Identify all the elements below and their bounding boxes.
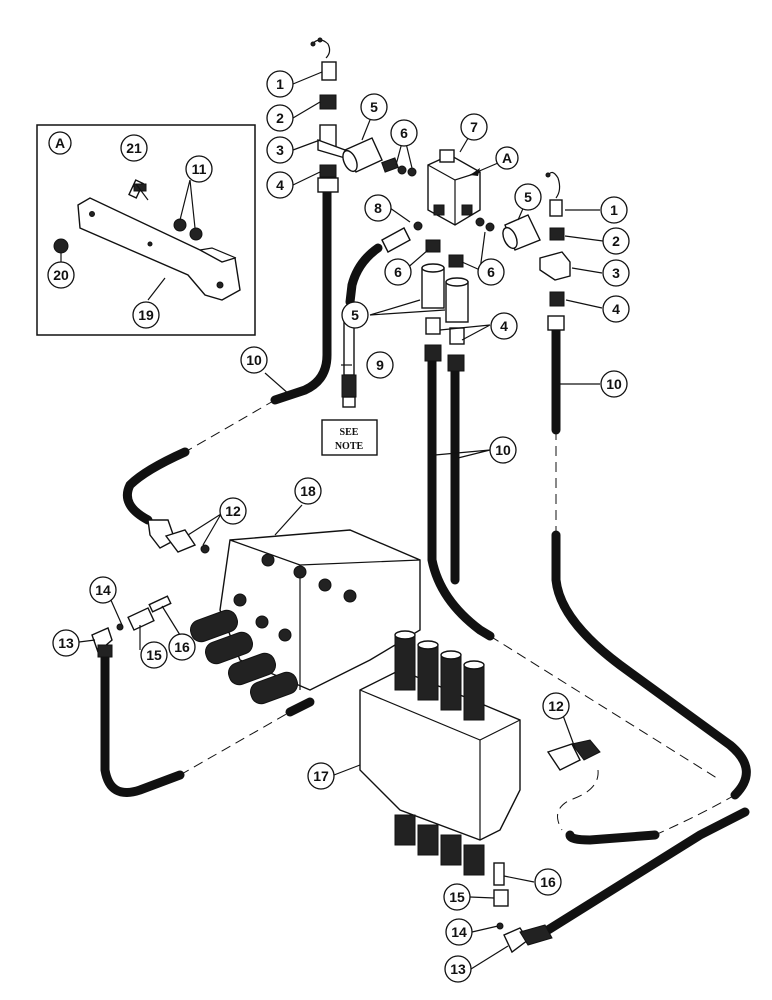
callout-4-lower: 4 (490, 312, 518, 340)
valve-block-part (427, 149, 481, 226)
callout-1-right: 1 (600, 196, 628, 224)
callout-6-left: 6 (384, 258, 412, 286)
callout-16-right-label: 16 (540, 874, 556, 890)
bracket-part (77, 197, 241, 301)
callout-5-lower-label: 5 (351, 307, 359, 323)
callout-16-left-label: 16 (174, 639, 190, 655)
left-fitting-stack (310, 37, 346, 193)
callout-5-right: 5 (514, 183, 542, 211)
bolt-part (128, 179, 147, 199)
callout-3-right-label: 3 (612, 265, 620, 281)
callout-6: 6 (390, 119, 418, 147)
callout-21-label: 21 (126, 140, 142, 156)
callout-15-left-label: 15 (146, 647, 162, 663)
callout-10-left: 10 (240, 346, 268, 374)
callout-3-right: 3 (602, 259, 630, 287)
callout-17: 17 (307, 762, 335, 790)
callout-2-label: 2 (276, 110, 284, 126)
callout-15-right: 15 (443, 883, 471, 911)
callout-10-right: 10 (600, 370, 628, 398)
callout-1-label: 1 (276, 76, 284, 92)
callout-7-label: 7 (470, 119, 478, 135)
callout-5-right-label: 5 (524, 189, 532, 205)
callout-19: 19 (132, 301, 160, 329)
callout-4-lower-label: 4 (500, 318, 508, 334)
tube-part (341, 314, 357, 408)
callout-10-left-label: 10 (246, 352, 262, 368)
callout-6-right-label: 6 (487, 264, 495, 280)
callout-4-right: 4 (602, 295, 630, 323)
detail-a-label: A (55, 135, 65, 151)
callout-9-label: 9 (376, 357, 384, 373)
nut-20-part (53, 238, 69, 254)
relief-valve-parts (342, 137, 541, 372)
spool-cylinders (190, 609, 298, 705)
callout-8-label: 8 (374, 200, 382, 216)
callout-10-center: 10 (489, 436, 517, 464)
callout-12-left: 12 (219, 497, 247, 525)
callout-2: 2 (266, 104, 294, 132)
hose-lines (100, 185, 751, 940)
callout-16-right: 16 (534, 868, 562, 896)
callout-8: 8 (364, 194, 392, 222)
callout-6-label: 6 (400, 125, 408, 141)
callout-13-right-label: 13 (450, 961, 466, 977)
main-valve-part (359, 630, 601, 876)
callout-14-left-label: 14 (95, 582, 111, 598)
control-valve-part (147, 519, 421, 705)
callout-20: 20 (47, 261, 75, 289)
callout-1-right-label: 1 (610, 202, 618, 218)
see-note-line2: NOTE (335, 441, 364, 452)
callout-11-label: 11 (192, 161, 207, 177)
see-note-line1: SEE (340, 427, 359, 438)
callout-10-right-label: 10 (606, 376, 622, 392)
callout-5-lower: 5 (341, 301, 369, 329)
callout-4-label: 4 (276, 177, 284, 193)
right-fitting-stack (539, 171, 571, 331)
callout-15-right-label: 15 (449, 889, 465, 905)
callout-14-right: 14 (445, 918, 473, 946)
callout-6-right: 6 (477, 258, 505, 286)
callout-12-right: 12 (542, 692, 570, 720)
callout-12-right-label: 12 (548, 698, 564, 714)
callout-2-right-label: 2 (612, 233, 620, 249)
callout-13-right: 13 (444, 955, 472, 983)
callout-13-left: 13 (52, 629, 80, 657)
callout-5-label: 5 (370, 99, 378, 115)
callout-13-left-label: 13 (58, 635, 74, 651)
callout-16-left: 16 (168, 633, 196, 661)
callout-2-right: 2 (602, 227, 630, 255)
callout-10-center-label: 10 (495, 442, 511, 458)
callout-21: 21 (120, 134, 148, 162)
callout-6-left-label: 6 (394, 264, 402, 280)
callout-15-left: 15 (140, 641, 168, 669)
view-a-pointer: A (469, 146, 519, 176)
callout-7: 7 (460, 113, 488, 141)
callout-5: 5 (360, 93, 388, 121)
view-a-pointer-label: A (502, 150, 512, 166)
callout-19-label: 19 (138, 307, 154, 323)
callout-4-right-label: 4 (612, 301, 620, 317)
callouts: 1 2 3 4 5 6 7 8 1 5 2 6 6 3 4 5 4 9 10 1… (47, 70, 630, 983)
callout-3-label: 3 (276, 142, 284, 158)
callout-1: 1 (266, 70, 294, 98)
detail-a-inset: A (36, 124, 256, 336)
see-note-box: SEE NOTE (321, 419, 378, 456)
callout-12-left-label: 12 (225, 503, 241, 519)
callout-17-label: 17 (313, 768, 329, 784)
callout-14-left: 14 (89, 576, 117, 604)
callout-18: 18 (294, 477, 322, 505)
callout-11: 11 (185, 155, 213, 183)
washer-part (189, 227, 203, 241)
callout-18-label: 18 (300, 483, 316, 499)
nut-part (173, 218, 187, 232)
callout-20-label: 20 (53, 267, 69, 283)
callout-9: 9 (366, 351, 394, 379)
left-bottom-fittings (91, 595, 172, 658)
callout-4: 4 (266, 171, 294, 199)
callout-3: 3 (266, 136, 294, 164)
callout-14-right-label: 14 (451, 924, 467, 940)
